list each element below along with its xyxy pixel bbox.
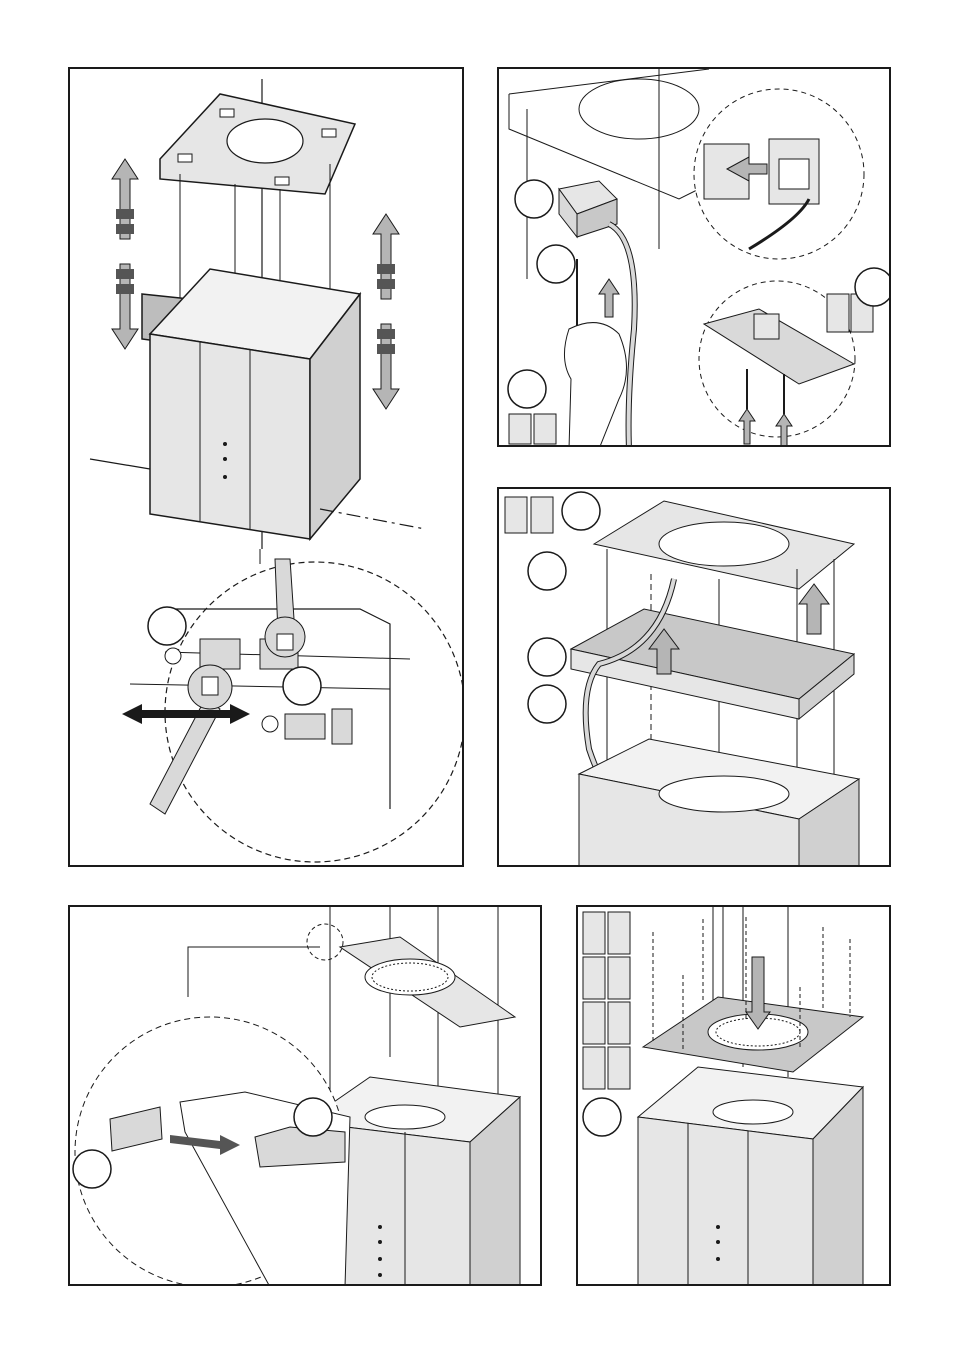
step-5-panel <box>576 905 891 1286</box>
arrow-up-icon <box>112 159 138 239</box>
step-1-illustration <box>70 69 464 867</box>
step-4-illustration <box>70 907 542 1286</box>
filter-grille <box>340 937 515 1027</box>
callout-circle-icon <box>583 1098 621 1136</box>
arrow-up-icon <box>599 279 619 317</box>
callout-circle-icon <box>528 552 566 590</box>
step-2-panel <box>497 67 891 447</box>
callout-circle-icon <box>515 180 553 218</box>
step-3-illustration <box>499 489 891 867</box>
callout-circle-icon <box>148 607 186 645</box>
step-5-illustration <box>578 907 891 1286</box>
detail-magnifier-icon <box>130 549 464 862</box>
callout-circle-icon <box>562 492 600 530</box>
arrow-up-icon <box>799 584 829 634</box>
terminal-box <box>559 181 617 237</box>
step-4-panel <box>68 905 542 1286</box>
callout-circle-icon <box>537 245 575 283</box>
screwdriver-icon <box>564 259 626 447</box>
callout-circle-icon <box>73 1150 111 1188</box>
step-2-illustration <box>499 69 891 447</box>
callout-circle-icon <box>283 667 321 705</box>
screw-icon <box>583 912 630 1089</box>
detail-magnifier-icon <box>694 89 864 259</box>
detail-magnifier-icon <box>75 1017 350 1286</box>
step-3-panel <box>497 487 891 867</box>
screw-icon <box>505 497 553 533</box>
chimney-hood-body <box>638 1067 863 1286</box>
arrow-up-icon <box>373 214 399 299</box>
ceiling-plate <box>594 501 854 589</box>
chimney-hood-body <box>579 739 859 867</box>
step-1-panel <box>68 67 464 867</box>
arrow-down-icon <box>112 264 138 349</box>
chimney-hood-body <box>150 269 360 539</box>
ceiling-plate <box>160 94 355 194</box>
arrow-down-icon <box>373 324 399 409</box>
callout-circle-icon <box>528 638 566 676</box>
callout-circle-icon <box>294 1098 332 1136</box>
callout-circle-icon <box>528 685 566 723</box>
callout-circle-icon <box>508 370 546 408</box>
callout-circle-icon <box>855 268 891 306</box>
